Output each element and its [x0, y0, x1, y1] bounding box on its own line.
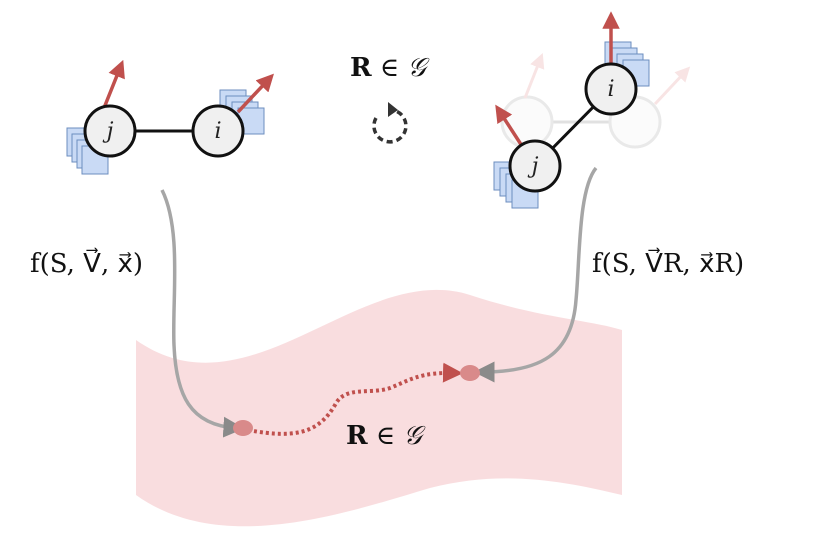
node-i-rotated	[584, 62, 638, 116]
rotate-ccw-dashed-icon	[372, 102, 408, 144]
vector-arrow-j-rotated	[495, 104, 524, 147]
node-i-label: i	[214, 119, 221, 144]
right-formula: f(S, V⃗R, x⃗R)	[592, 247, 744, 279]
bottom-rotation-label: R ∈ 𝒢	[346, 421, 426, 451]
right-flow-arrow	[473, 166, 598, 383]
left-graph: j i	[66, 59, 274, 175]
embedding-point-rotated	[460, 365, 480, 381]
left-flow-arrow	[160, 189, 245, 438]
right-graph: i j	[493, 11, 691, 209]
node-j-rotated	[508, 139, 562, 193]
embedding-point-original	[233, 420, 253, 436]
left-formula: f(S, V⃗, x⃗)	[30, 247, 143, 279]
vector-arrow-i	[236, 73, 274, 114]
node-j	[83, 104, 137, 158]
node-i-rotated-label: i	[607, 77, 614, 102]
latent-manifold	[136, 289, 622, 527]
top-rotation-label: R ∈ 𝒢	[350, 53, 430, 83]
vector-arrow-j	[102, 59, 125, 109]
group-action-path	[247, 362, 463, 436]
node-i	[191, 104, 245, 158]
